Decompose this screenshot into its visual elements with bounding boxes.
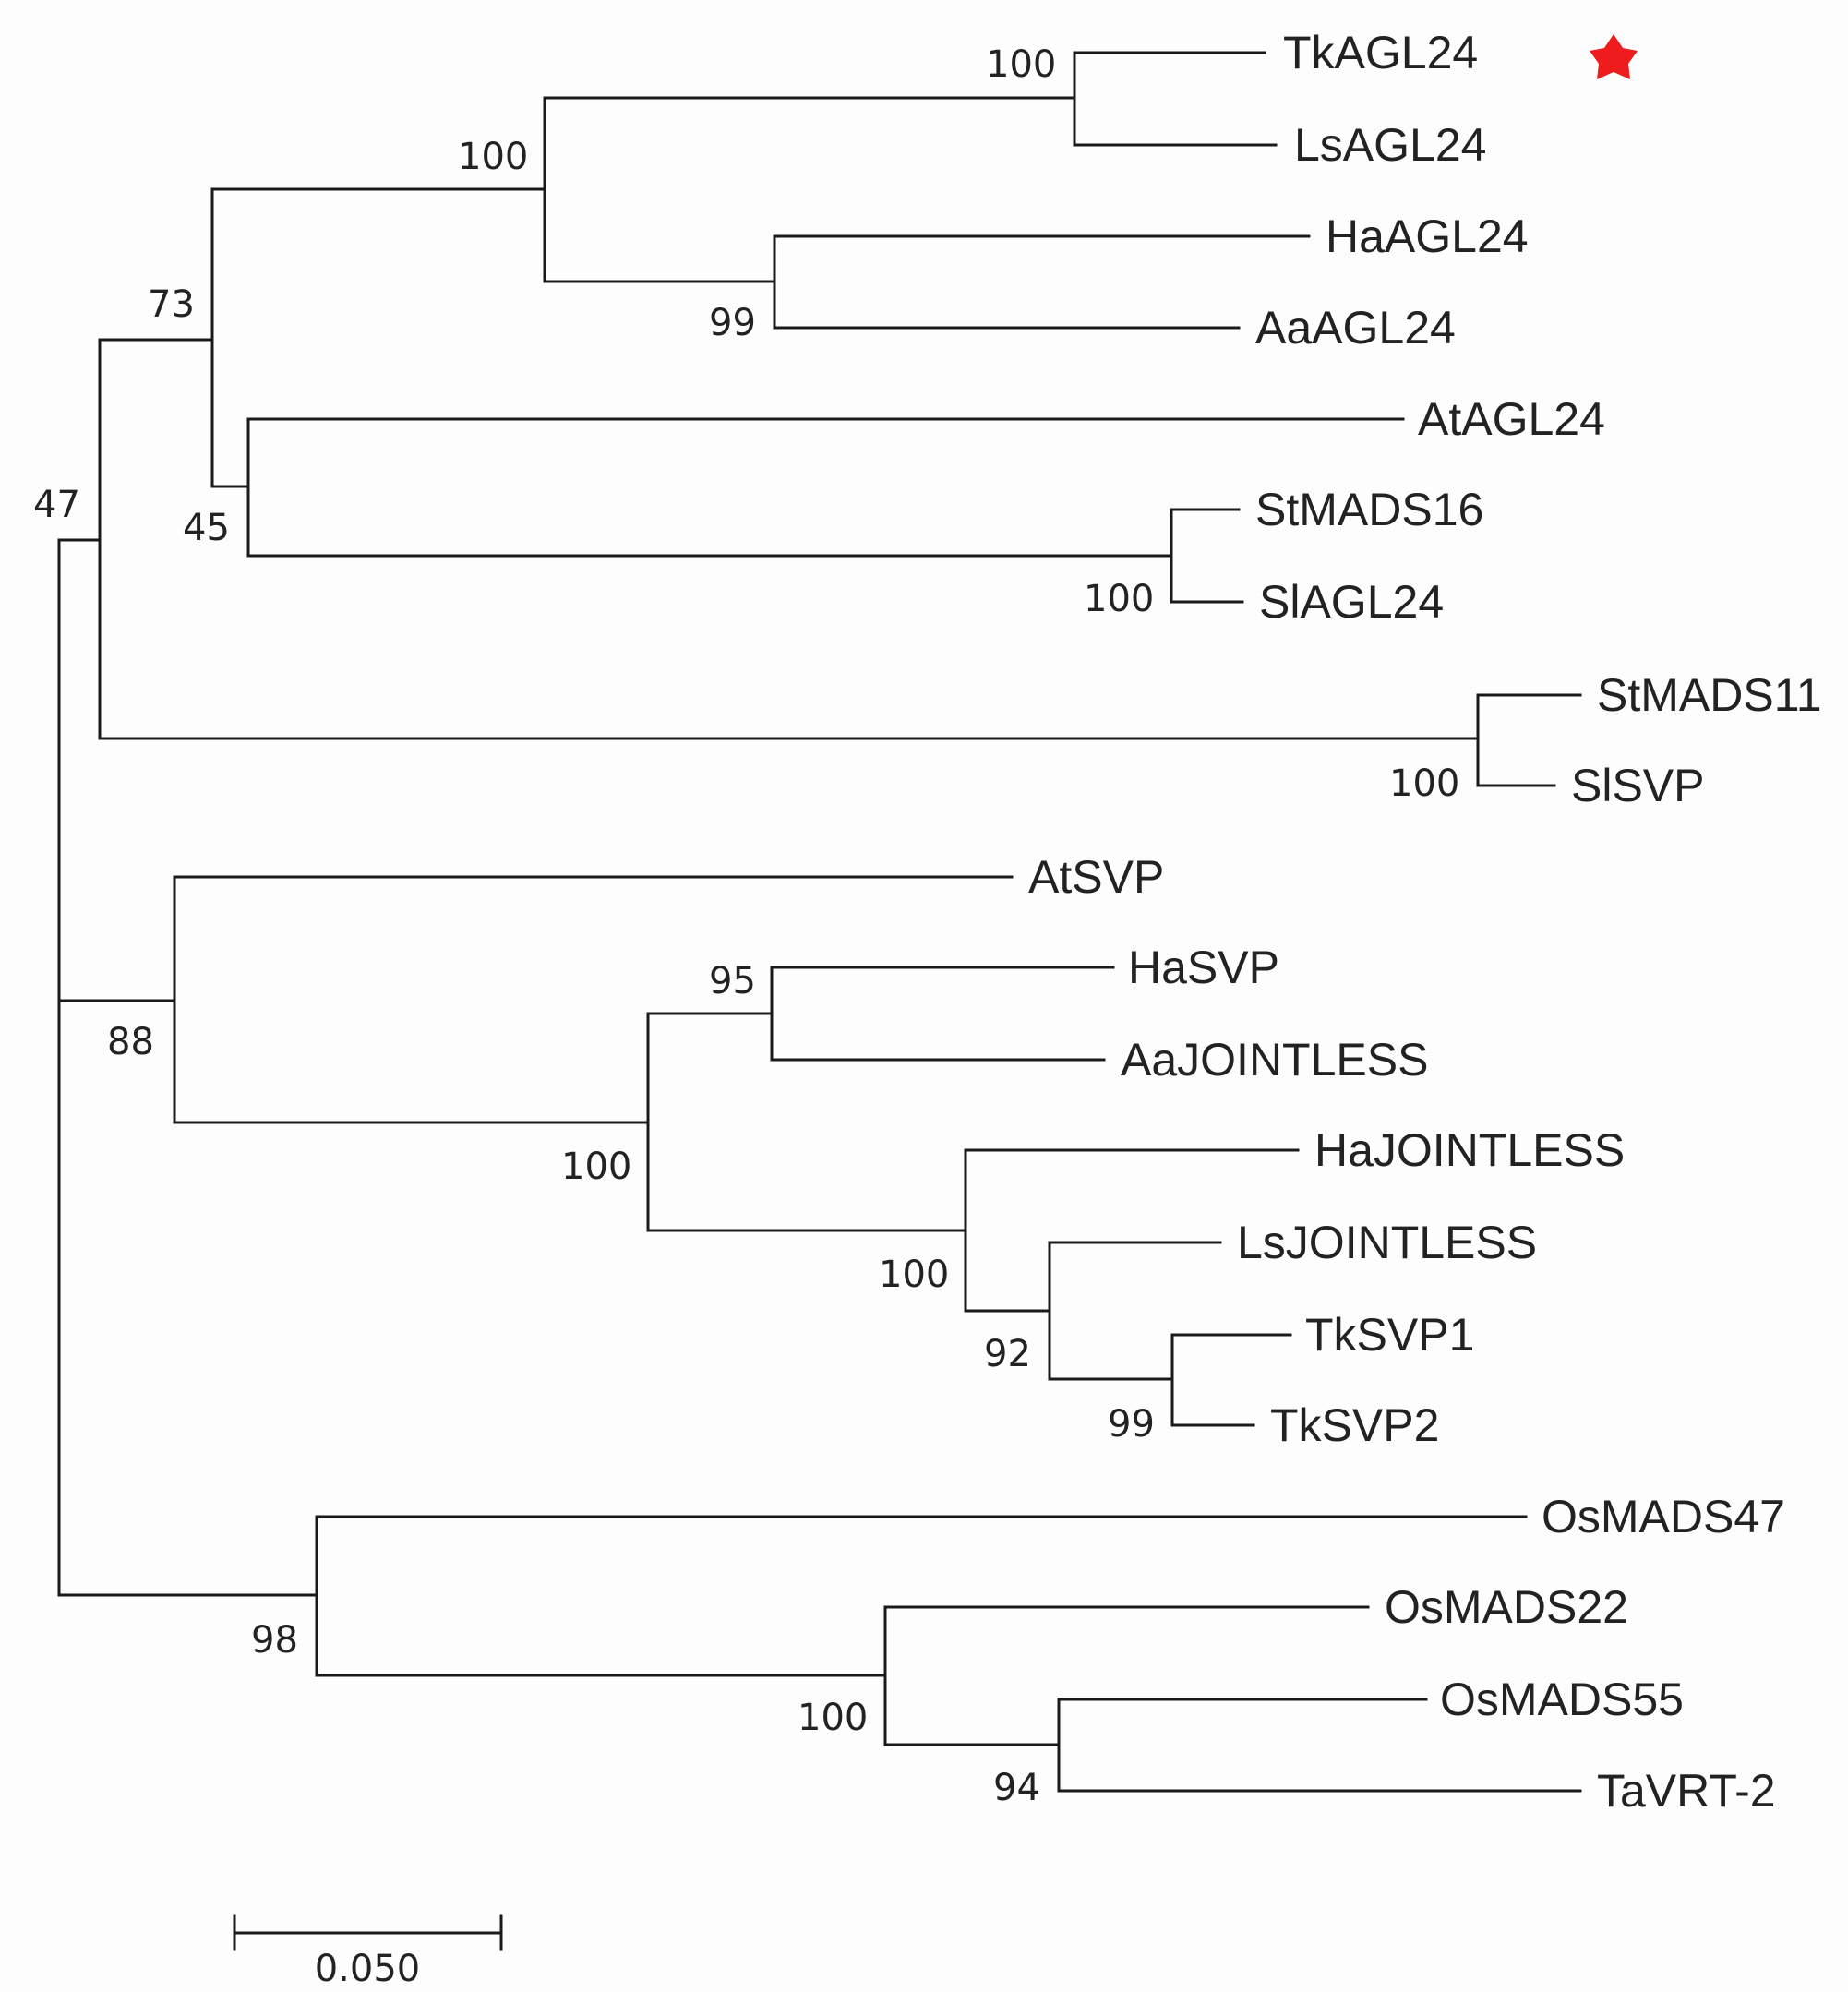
branch-94 xyxy=(883,1698,1582,1793)
branch-st16-sl xyxy=(246,508,1244,604)
bootstrap-st16-sl: 100 xyxy=(1084,578,1154,620)
leaf-tksvp2: TkSVP2 xyxy=(1270,1399,1439,1451)
bootstrap-values: 47 73 100 100 99 45 100 100 88 100 95 10… xyxy=(33,43,1459,1809)
branch-tk-ls xyxy=(543,51,1278,147)
bootstrap-os22-55-ta: 100 xyxy=(798,1697,868,1739)
bootstrap-88: 88 xyxy=(107,1021,154,1063)
branch-95 xyxy=(646,966,1115,1062)
leaf-stmads16: StMADS16 xyxy=(1255,484,1483,535)
bootstrap-92: 92 xyxy=(984,1333,1031,1375)
leaf-aaagl24: AaAGL24 xyxy=(1255,302,1456,354)
leaf-lsjointless: LsJOINTLESS xyxy=(1237,1217,1537,1268)
bootstrap-98: 98 xyxy=(251,1619,298,1662)
leaf-osmads55: OsMADS55 xyxy=(1440,1674,1684,1725)
branch-45 xyxy=(210,417,1405,558)
bootstrap-agl24-core: 100 xyxy=(458,136,528,178)
leaf-hajointless: HaJOINTLESS xyxy=(1314,1124,1625,1176)
leaf-tksvp1: TkSVP1 xyxy=(1305,1309,1474,1361)
leaf-stmads11: StMADS11 xyxy=(1597,669,1822,721)
leaf-slsvp: SlSVP xyxy=(1571,760,1705,811)
leaf-osmads22: OsMADS22 xyxy=(1385,1581,1628,1633)
bootstrap-jointless: 100 xyxy=(561,1146,631,1188)
bootstrap-tksvp: 99 xyxy=(1108,1403,1155,1446)
bootstrap-tk-ls: 100 xyxy=(986,43,1056,86)
leaf-osmads47: OsMADS47 xyxy=(1542,1491,1785,1542)
branch-ha-aa xyxy=(543,234,1311,330)
branch-jointless xyxy=(173,1012,650,1232)
leaf-slagl24: SlAGL24 xyxy=(1259,576,1444,628)
scale-bar: 0.050 xyxy=(233,1914,503,1990)
tree-branches xyxy=(57,51,1582,1793)
scale-bar-line xyxy=(233,1914,503,1951)
bootstrap-ha-ls-tk: 100 xyxy=(879,1254,949,1296)
leaf-tavrt2: TaVRT-2 xyxy=(1597,1765,1776,1817)
bootstrap-94: 94 xyxy=(993,1767,1040,1809)
bootstrap-95: 95 xyxy=(709,960,756,1002)
leaf-atagl24: AtAGL24 xyxy=(1418,393,1605,445)
star-icon xyxy=(1590,34,1638,79)
bootstrap-root: 47 xyxy=(33,484,80,526)
branch-47 xyxy=(57,338,102,740)
branch-73 xyxy=(98,187,214,488)
branch-98 xyxy=(57,1515,1528,1677)
branch-ha-ls-tk xyxy=(646,1148,1300,1313)
leaf-aajointless: AaJOINTLESS xyxy=(1121,1034,1428,1086)
bootstrap-ha-aa: 99 xyxy=(709,302,756,344)
branch-st11-slsvp xyxy=(98,693,1582,787)
scale-bar-label: 0.050 xyxy=(315,1948,421,1990)
leaf-hasvp: HaSVP xyxy=(1128,942,1279,993)
branch-agl24-core xyxy=(210,96,546,283)
leaf-atsvp: AtSVP xyxy=(1028,851,1164,903)
bootstrap-45: 45 xyxy=(183,507,230,549)
bootstrap-73: 73 xyxy=(148,283,195,326)
leaf-labels: TkAGL24 LsAGL24 HaAGL24 AaAGL24 AtAGL24 … xyxy=(1028,27,1822,1817)
branch-92 xyxy=(964,1241,1222,1381)
leaf-lsagl24: LsAGL24 xyxy=(1294,119,1486,171)
leaf-tkagl24: TkAGL24 xyxy=(1283,27,1478,78)
bootstrap-st11-slsvp: 100 xyxy=(1389,762,1459,805)
branch-88 xyxy=(57,875,1014,1124)
branch-tksvp xyxy=(1048,1333,1292,1427)
branch-os22-55-ta xyxy=(315,1605,1370,1746)
leaf-haagl24: HaAGL24 xyxy=(1326,210,1529,262)
